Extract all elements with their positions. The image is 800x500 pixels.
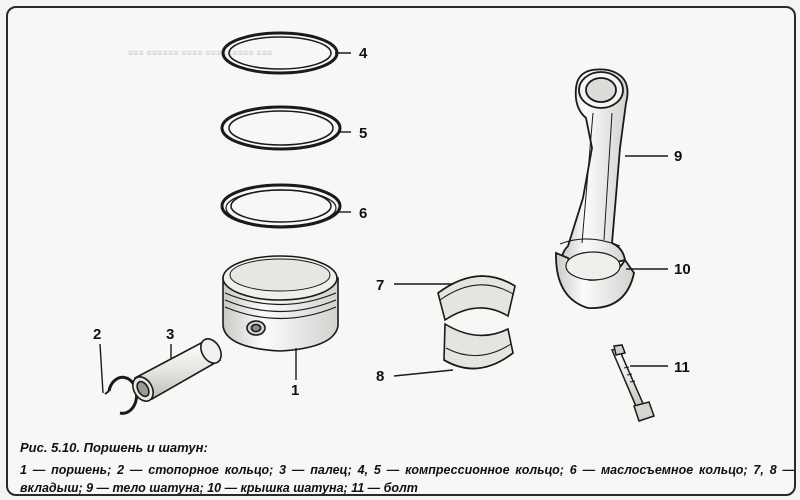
leader-8	[393, 369, 454, 377]
callout-7: 7	[376, 277, 384, 294]
bearing-shell-7	[437, 275, 516, 322]
bearing-shell-8	[443, 322, 514, 370]
caption-title: Рис. 5.10. Поршень и шатун:	[20, 440, 208, 455]
caption-legend: 1 — поршень; 2 — стопорное кольцо; 3 — п…	[20, 463, 795, 495]
figure-frame: ≡≡≡ ≡≡≡≡≡≡ ≡≡≡≡ ≡≡≡≡≡≡≡≡≡ ≡≡≡	[6, 6, 796, 496]
callout-6: 6	[359, 205, 367, 222]
retaining-ring-2	[104, 375, 139, 415]
leader-2	[99, 343, 104, 394]
piston-and-rod-diagram: 4 5 6 1 2 3 7 8 9 10 11	[93, 31, 691, 422]
oil-ring-6	[220, 183, 342, 229]
connecting-rod-cap-10	[555, 238, 635, 309]
callout-5: 5	[359, 125, 367, 142]
figure-caption: Рис. 5.10. Поршень и шатун: 1 — поршень;…	[20, 440, 795, 495]
callout-3: 3	[166, 326, 174, 343]
callout-9: 9	[674, 148, 682, 165]
callout-11: 11	[674, 359, 690, 376]
bleed-through-text: ≡≡≡ ≡≡≡≡≡≡ ≡≡≡≡ ≡≡≡≡≡≡≡≡≡ ≡≡≡	[128, 48, 273, 58]
piston-1	[222, 255, 339, 352]
piston-pin-3	[132, 338, 222, 402]
callout-10: 10	[674, 261, 691, 278]
connecting-rod-body-9	[561, 68, 629, 276]
callout-8: 8	[376, 368, 384, 385]
rod-bolt-11	[610, 344, 655, 422]
callout-4: 4	[359, 45, 368, 62]
compression-ring-5	[220, 105, 342, 151]
compression-ring-4	[221, 31, 339, 75]
callout-2: 2	[93, 326, 101, 343]
leader-lines	[99, 52, 668, 394]
callout-1: 1	[291, 382, 299, 399]
